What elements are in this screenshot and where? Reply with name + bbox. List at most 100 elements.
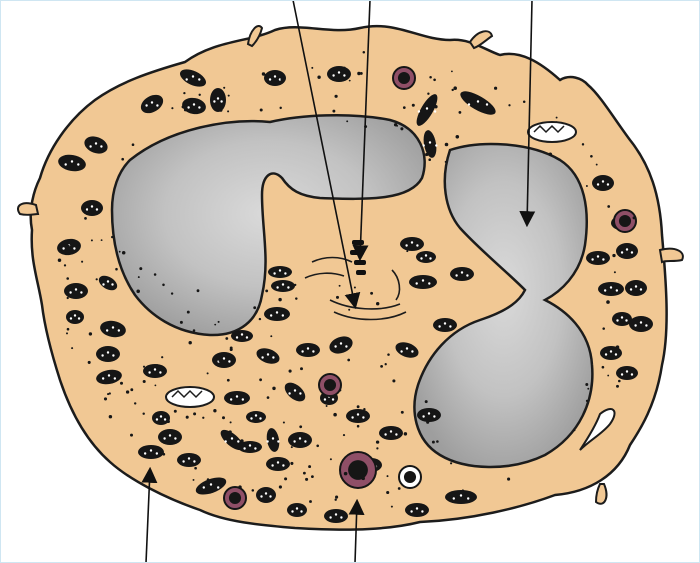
- cytoplasm-dot: [391, 506, 393, 508]
- granule-speck: [217, 97, 219, 99]
- granule-speck: [74, 314, 76, 316]
- granule-speck: [625, 319, 627, 321]
- granule-speck: [188, 457, 190, 459]
- granule-speck: [267, 353, 269, 355]
- cytoplasm-dot: [182, 105, 185, 108]
- specific-granule: [296, 343, 320, 357]
- cytoplasm-dot: [174, 410, 177, 413]
- cytoplasm-dot: [330, 458, 332, 460]
- cytoplasm-dot: [113, 371, 115, 373]
- granule-speck: [304, 440, 306, 442]
- cytoplasm-dot: [272, 387, 275, 390]
- granule-speck: [276, 311, 278, 313]
- granule-speck: [237, 440, 239, 442]
- cytoplasm-dot: [267, 396, 270, 399]
- granule-speck: [461, 271, 463, 273]
- granule-speck: [193, 103, 195, 105]
- granule-speck: [340, 342, 342, 344]
- cytoplasm-dot: [120, 382, 123, 385]
- granule-speck: [416, 282, 418, 284]
- cytoplasm-dot: [264, 74, 266, 76]
- granule-speck: [272, 437, 274, 439]
- cytoplasm-dot: [602, 327, 605, 330]
- cytoplasm-dot: [278, 298, 281, 301]
- specific-granule: [327, 66, 351, 82]
- granule-speck: [455, 274, 457, 276]
- cytoplasm-dot: [193, 412, 196, 415]
- granule-speck: [416, 244, 418, 246]
- granule-speck: [111, 283, 113, 285]
- cytoplasm-dot: [291, 446, 293, 448]
- cytoplasm-dot: [58, 259, 61, 262]
- granule-speck: [453, 497, 455, 499]
- cytoplasm-dot: [229, 430, 232, 433]
- azurophilic-granule-core: [404, 471, 416, 483]
- granule-speck: [602, 258, 604, 260]
- cytoplasm-dot: [459, 111, 462, 114]
- granule-speck: [626, 248, 628, 250]
- granule-speck: [291, 510, 293, 512]
- granule-speck: [621, 316, 623, 318]
- cytoplasm-dot: [363, 408, 365, 410]
- cytoplasm-dot: [130, 388, 133, 391]
- granule-speck: [307, 347, 309, 349]
- cytoplasm-dot: [238, 485, 242, 489]
- granule-speck: [269, 78, 271, 80]
- cytoplasm-dot: [336, 296, 339, 299]
- granule-speck: [607, 183, 609, 185]
- specific-granule: [379, 426, 403, 440]
- granule-speck: [150, 449, 152, 451]
- cytoplasm-dot: [620, 322, 623, 325]
- cytoplasm-dot: [387, 475, 389, 477]
- cytoplasm-dot: [284, 477, 287, 480]
- granule-speck: [296, 507, 298, 509]
- granule-speck: [301, 350, 303, 352]
- cytoplasm-dot: [456, 135, 460, 139]
- cytoplasm-dot: [333, 413, 337, 417]
- cytoplasm-dot: [171, 292, 173, 294]
- cytoplasm-dot: [283, 421, 285, 423]
- granule-speck: [75, 288, 77, 290]
- specific-granule: [629, 316, 653, 332]
- cytoplasm-dot: [392, 379, 395, 382]
- cytoplasm-dot: [425, 400, 428, 403]
- cytoplasm-dot: [101, 239, 103, 241]
- cytoplasm-dot: [89, 332, 92, 335]
- cytoplasm-dot: [230, 346, 233, 349]
- cytoplasm-dot: [294, 284, 296, 286]
- granule-speck: [182, 460, 184, 462]
- cytoplasm-dot: [193, 329, 196, 332]
- cytoplasm-dot: [91, 239, 93, 241]
- specific-granule: [400, 237, 424, 251]
- granule-speck: [635, 285, 637, 287]
- cytoplasm-dot: [436, 440, 439, 443]
- granule-speck: [272, 356, 274, 358]
- granule-speck: [433, 415, 435, 417]
- specific-granule: [246, 411, 266, 423]
- specific-granule: [210, 88, 226, 112]
- specific-granule: [64, 283, 88, 299]
- granule-speck: [100, 145, 102, 147]
- cytoplasm-dot: [427, 93, 429, 95]
- cytoplasm-dot: [452, 460, 454, 462]
- cytoplasm-dot: [265, 290, 268, 293]
- granule-speck: [467, 497, 469, 499]
- cytoplasm-dot: [627, 221, 631, 225]
- cytoplasm-dot: [142, 412, 144, 414]
- cytoplasm-dot: [143, 366, 145, 368]
- granule-speck: [65, 163, 67, 165]
- granule-speck: [230, 398, 232, 400]
- cytoplasm-dot: [354, 286, 356, 288]
- granule-speck: [332, 398, 334, 400]
- specific-granule: [586, 251, 610, 265]
- granule-speck: [86, 208, 88, 210]
- cytoplasm-dot: [260, 109, 263, 112]
- granule-speck: [597, 183, 599, 185]
- specific-granule: [288, 432, 312, 448]
- granule-speck: [416, 507, 418, 509]
- cytoplasm-dot: [349, 80, 351, 82]
- granule-speck: [626, 370, 628, 372]
- cytoplasm-dot: [279, 107, 281, 109]
- cytoplasm-dot: [400, 127, 403, 130]
- granule-speck: [395, 433, 397, 435]
